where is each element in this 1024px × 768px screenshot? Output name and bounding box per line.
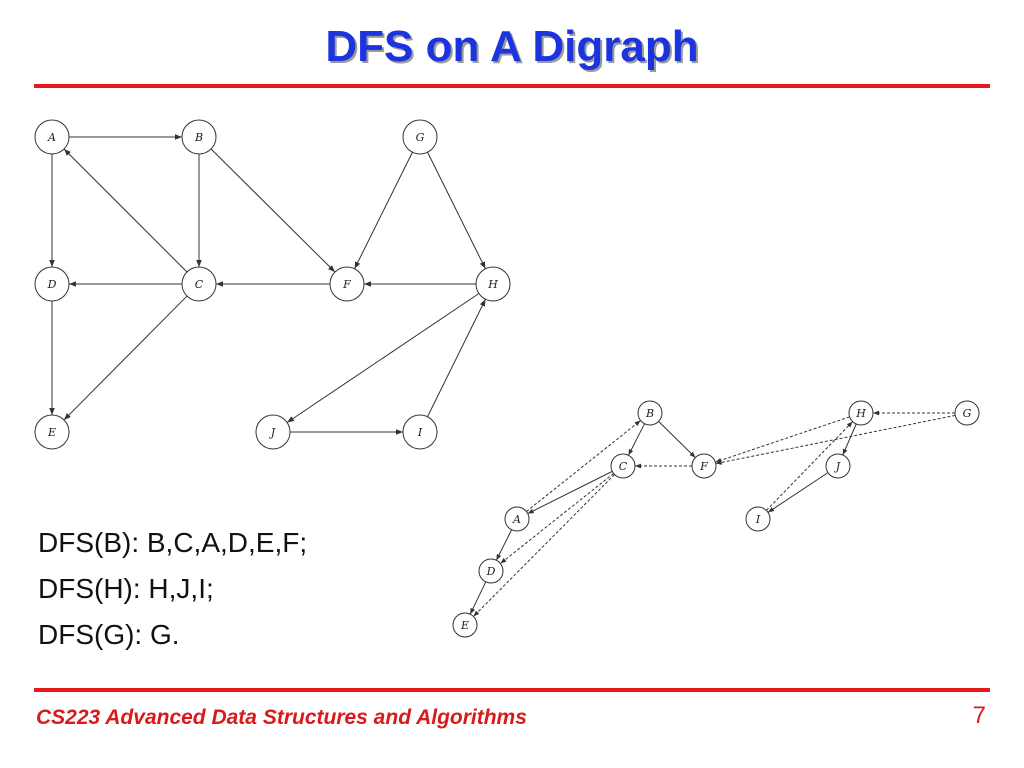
- slide-title: DFS on A Digraph: [325, 22, 699, 71]
- forest-edge-h-to-f: [715, 416, 850, 463]
- graph-node-label-c: C: [195, 278, 204, 291]
- graph-node-label-i: I: [417, 426, 423, 439]
- forest-node-label-j: J: [834, 460, 841, 473]
- forest-node-label-a: A: [512, 513, 521, 526]
- forest-node-label-f: F: [699, 460, 708, 473]
- dfs-forest: B C F A D E H G J I: [452, 400, 980, 638]
- forest-node-label-b: B: [645, 407, 654, 420]
- graph-node-label-g: G: [416, 131, 425, 144]
- course-footer: CS223 Advanced Data Structures and Algor…: [36, 706, 527, 729]
- forest-edge-a-to-b: [526, 420, 641, 512]
- dfs-result-b: DFS(B): B,C,A,D,E,F;: [38, 527, 308, 558]
- graph-edge-i-to-h: [427, 299, 486, 417]
- dfs-result-h: DFS(H): H,J,I;: [38, 573, 214, 604]
- forest-node-label-d: D: [486, 565, 496, 578]
- forest-node-label-g: G: [963, 407, 972, 420]
- graph-node-label-h: H: [487, 278, 498, 291]
- forest-node-a: [504, 506, 530, 532]
- graph-node-b: [181, 119, 217, 155]
- forest-node-label-i: I: [755, 513, 761, 526]
- graph-node-e: [34, 414, 70, 450]
- graph-edge-g-to-f: [354, 152, 413, 269]
- forest-node-h: [848, 400, 874, 426]
- forest-node-j: [825, 453, 851, 479]
- forest-node-label-h: H: [855, 407, 866, 420]
- graph-node-d: [34, 266, 70, 302]
- forest-edge-c-to-e: [473, 474, 615, 617]
- directed-graph: A B G D C F H E J I: [34, 119, 511, 450]
- forest-edge-h-to-j: [842, 423, 857, 456]
- graph-node-g: [402, 119, 438, 155]
- forest-edge-c-to-d: [500, 473, 614, 564]
- graph-node-j: [255, 414, 291, 450]
- forest-node-e: [452, 612, 478, 638]
- page-number: 7: [972, 702, 986, 729]
- forest-edge-a-to-d: [495, 529, 513, 561]
- graph-edge-c-to-a: [63, 148, 188, 273]
- footer-divider: [34, 688, 990, 692]
- graph-edge-h-to-j: [286, 293, 480, 423]
- forest-edge-i-to-h: [766, 421, 853, 511]
- forest-node-d: [478, 558, 504, 584]
- forest-edge-c-to-a: [527, 470, 613, 515]
- graph-edge-c-to-e: [63, 295, 188, 421]
- graph-node-h: [475, 266, 511, 302]
- graph-node-label-d: D: [47, 278, 57, 291]
- graph-edge-g-to-h: [427, 152, 486, 269]
- forest-node-label-e: E: [460, 619, 469, 632]
- graph-node-i: [402, 414, 438, 450]
- graph-node-f: [329, 266, 365, 302]
- forest-node-c: [610, 453, 636, 479]
- forest-node-label-c: C: [619, 460, 628, 473]
- title-divider: [34, 84, 990, 88]
- forest-edge-b-to-f: [658, 421, 696, 458]
- forest-edge-d-to-e: [469, 581, 487, 615]
- dfs-result-g: DFS(G): G.: [38, 619, 180, 650]
- graph-node-a: [34, 119, 70, 155]
- graph-node-label-f: F: [342, 278, 351, 291]
- forest-edge-j-to-i: [767, 472, 829, 513]
- forest-node-i: [745, 506, 771, 532]
- graph-node-label-a: A: [47, 131, 56, 144]
- graph-edge-b-to-f: [210, 148, 336, 273]
- graph-node-label-b: B: [194, 131, 203, 144]
- forest-node-g: [954, 400, 980, 426]
- forest-node-f: [691, 453, 717, 479]
- graph-node-c: [181, 266, 217, 302]
- graph-node-label-j: J: [269, 426, 276, 439]
- dfs-results: DFS(B): B,C,A,D,E,F; DFS(H): H,J,I; DFS(…: [38, 520, 307, 658]
- graph-node-label-e: E: [47, 426, 56, 439]
- forest-edge-b-to-c: [628, 423, 645, 456]
- forest-edge-g-to-f: [715, 414, 956, 465]
- forest-node-b: [637, 400, 663, 426]
